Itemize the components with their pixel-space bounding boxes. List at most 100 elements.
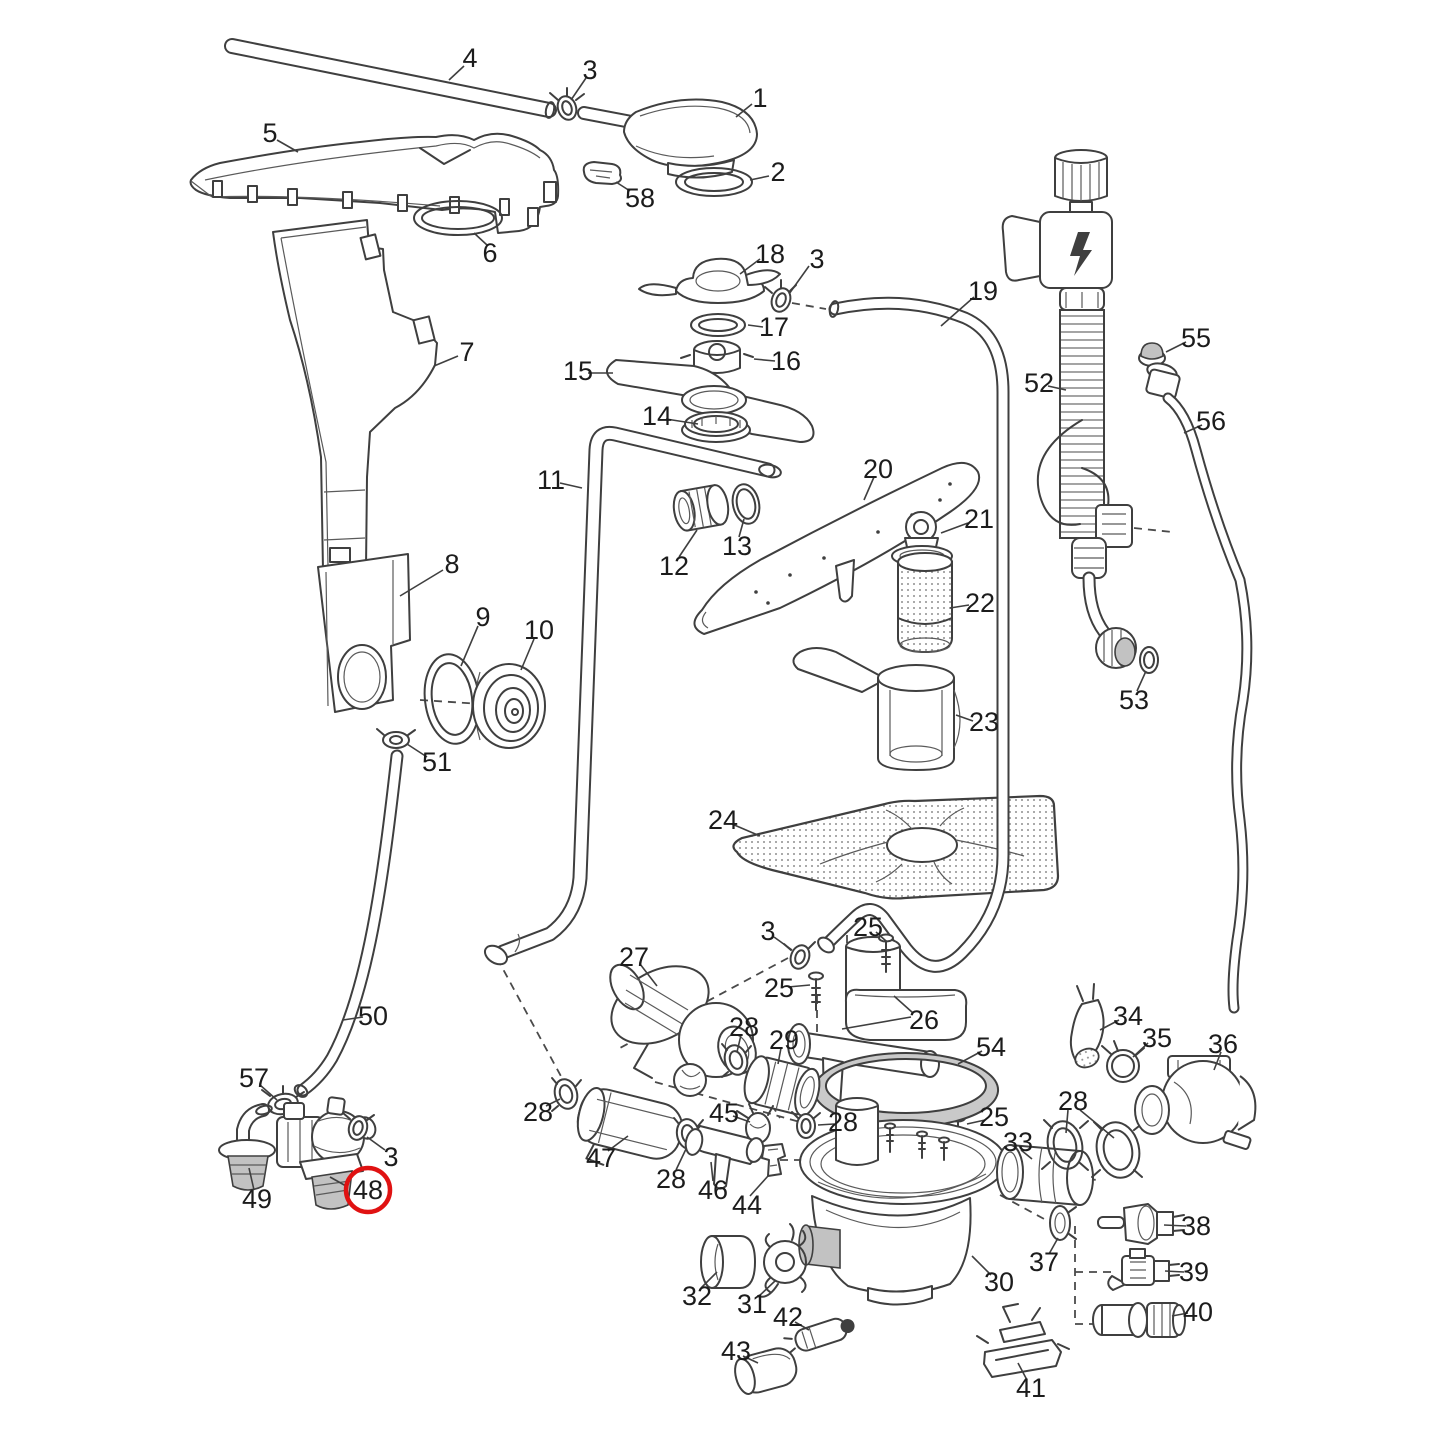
part-label-37: 37 [1029,1247,1059,1277]
leader-line [1165,341,1187,353]
part-label-14: 14 [642,401,672,431]
part-14-bearing-ring [681,411,751,443]
leader-line [1164,1270,1185,1273]
part-label-54: 54 [976,1032,1006,1062]
part-label-25: 25 [853,912,883,942]
leader-line [406,743,428,758]
leader-line [893,995,914,1014]
leader-line [966,1119,986,1125]
leader-line [366,1136,386,1151]
part-23-filter-cup [792,647,961,771]
part-label-13: 13 [722,531,752,561]
part-label-38: 38 [1181,1211,1211,1241]
part-58-clip [582,161,622,185]
leader-line [787,984,811,988]
leader-line [1065,1109,1069,1134]
part-37-grommet [1049,1205,1077,1241]
part-label-51: 51 [422,747,452,777]
part-label-43: 43 [721,1336,751,1366]
highlight-circle-part-48 [343,1165,393,1215]
leader-line [736,1034,742,1053]
leader-line [1048,1237,1059,1255]
leader-line [773,936,793,951]
leader-line [749,1175,769,1197]
part-label-7: 7 [459,337,474,367]
part-24-mesh-filter-plate [732,794,1060,900]
part-32-cap [700,1235,756,1289]
part-label-12: 12 [659,551,689,581]
part-6-gasket [413,200,503,236]
part-label-32: 32 [682,1281,712,1311]
part-53-washer [1139,646,1159,674]
part-52-fill-hose-aquastop [1001,149,1137,669]
part-39-thermostat [1107,1248,1180,1291]
part-label-19: 19 [968,276,998,306]
part-label-21: 21 [964,504,994,534]
part-11-supply-tube [483,425,782,966]
part-20-lower-spray-arm [693,461,981,635]
leader-line [678,529,698,558]
part-label-25: 25 [764,973,794,1003]
leader-line [448,65,465,81]
leader-line [329,1176,347,1187]
leader-line [788,265,810,295]
leader-line [747,324,764,328]
part-label-4: 4 [462,43,477,73]
part-43-lamp-cover [734,1347,798,1395]
part-49-inlet-elbow [218,1103,276,1191]
part-label-49: 49 [242,1184,272,1214]
part-label-46: 46 [698,1175,728,1205]
part-label-39: 39 [1179,1257,1209,1287]
part-4-fill-tube [224,38,557,119]
part-1-upper-spray-head [577,98,758,179]
leader-line [940,296,975,327]
part-label-9: 9 [475,602,490,632]
part-label-52: 52 [1024,368,1054,398]
part-7-water-duct [272,219,438,571]
leader-line [738,518,745,538]
part-28-seal-a [721,1043,752,1078]
part-12-coupler [672,484,730,532]
leader-line [710,1161,714,1182]
part-34-elbow-hose [1069,983,1105,1069]
leader-line [749,175,770,181]
part-3-hose-clamp-top [549,87,585,121]
part-47-heater [576,1086,684,1166]
part-label-40: 40 [1183,1297,1213,1327]
part-22-micro-filter [897,552,953,654]
part-56-drain-hose [1145,362,1253,1014]
leader-line [957,1050,983,1065]
leader-line [665,418,699,425]
leader-line [1132,1042,1149,1058]
leader-line [276,139,299,153]
leader-line [794,1321,810,1331]
part-3-hose-clamp-center [764,279,797,313]
part-10-diverter-disc [472,663,546,749]
part-label-3: 3 [809,244,824,274]
leader-line [1047,385,1067,391]
leader-line [841,1016,912,1030]
part-label-5: 5 [262,118,277,148]
leader-line [700,1271,718,1289]
part-label-25: 25 [979,1102,1009,1132]
part-35-clamp [1101,1040,1145,1083]
part-label-15: 15 [563,356,593,386]
part-label-55: 55 [1181,323,1211,353]
part-label-22: 22 [965,588,995,618]
part-28-seal-d [551,1077,582,1112]
leader-line [739,258,761,275]
part-label-47: 47 [586,1143,616,1173]
part-label-35: 35 [1142,1023,1172,1053]
part-55-cap [1138,342,1166,367]
part-label-10: 10 [524,615,554,645]
part-label-48: 48 [353,1175,383,1205]
leader-line [1020,1149,1033,1160]
part-label-33: 33 [1003,1127,1033,1157]
part-label-17: 17 [759,312,789,342]
leader-line [675,1148,687,1171]
leader-line [259,1084,278,1101]
leader-line [955,714,974,722]
part-5-wash-manifold [189,132,560,234]
